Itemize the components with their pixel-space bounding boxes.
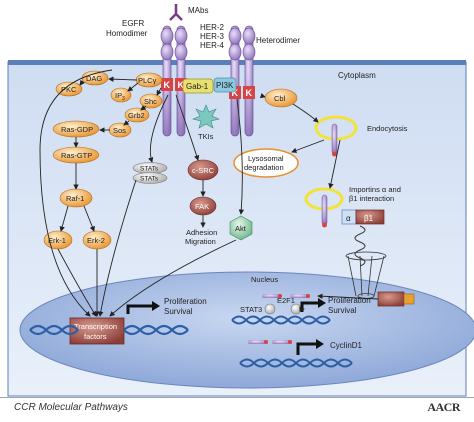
transcription-label-2: factors: [84, 332, 107, 341]
plcg-label: PLCγ: [138, 76, 157, 85]
nuclear-receptor-fragment-icon: [248, 294, 310, 344]
cyclind1-label: CyclinD1: [330, 341, 363, 350]
importins-label-2: β1 interaction: [349, 194, 394, 203]
kinase-k-label: K: [164, 80, 171, 90]
raf1-label: Raf-1: [66, 194, 84, 203]
ras-gtp-label: Ras-GTP: [61, 151, 92, 160]
stat3-node: [264, 303, 276, 315]
grb2-label: Grb2: [128, 111, 145, 120]
receptor-fragment-icon: [321, 194, 328, 228]
gab1-label: Gab-1: [186, 82, 209, 91]
pkc-node: [55, 81, 83, 97]
figure-footer: CCR Molecular Pathways AACR: [0, 397, 474, 422]
stats-label: STATs: [140, 176, 159, 183]
mabs-antibody-icon: [169, 4, 183, 21]
endocytosis-label: Endocytosis: [367, 124, 408, 133]
erk1-label: Erk-1: [48, 236, 66, 245]
nucleus: [19, 271, 474, 389]
migration-label: Migration: [185, 237, 216, 246]
proliferation-label-2: Proliferation: [328, 296, 371, 305]
fak-label: FAK: [195, 202, 209, 211]
e2f1-node: [290, 303, 302, 315]
shc-node: [139, 93, 163, 109]
aacr-logo: AACR: [427, 400, 460, 414]
shc-label: Shc: [144, 97, 157, 106]
dag-label: DAG: [86, 74, 102, 83]
survival-label-1: Survival: [164, 307, 193, 316]
kinase-k-label: K: [246, 88, 253, 98]
her2-label: HER-2: [200, 23, 225, 32]
dna-icon: [231, 315, 331, 325]
her3-label: HER-3: [200, 32, 225, 41]
proliferation-label-1: Proliferation: [164, 297, 207, 306]
e2f1-label: E2F1: [277, 296, 295, 305]
survival-label-2: Survival: [328, 306, 357, 315]
gene-arrow-head: [316, 339, 324, 349]
arrow-icon: [39, 69, 379, 317]
transcription-label-1: Transcription: [74, 322, 117, 331]
kinase-icon: [243, 86, 255, 99]
transcription-factors-box: [69, 317, 125, 345]
ip3-label: IP: [115, 91, 122, 100]
gene-arrow-head: [152, 301, 160, 311]
gene-arrow-head: [318, 298, 326, 308]
gene-arrow-icon: [296, 342, 316, 355]
alpha-label: α: [346, 214, 351, 223]
footer-caption: CCR Molecular Pathways: [14, 402, 128, 413]
gab1-box: [182, 78, 214, 94]
akt-label: Akt: [235, 224, 247, 233]
kinase-k-label: K: [178, 80, 185, 90]
receptor-fragment-icon: [331, 123, 338, 157]
cytoplasm-label: Cytoplasm: [338, 71, 376, 80]
lysosomal-label-2: degradation: [244, 163, 284, 172]
erk2-label: Erk-2: [87, 236, 105, 245]
ip3-node: [110, 87, 132, 103]
ip3-subscript: 3: [122, 96, 125, 102]
imported-complex-box: [377, 291, 405, 307]
imported-complex-tag: [403, 293, 415, 305]
egfr-label: EGFR: [122, 19, 144, 28]
kinase-k-label: K: [232, 88, 239, 98]
homodimer-label: Homodimer: [106, 29, 148, 38]
stat3-label: STAT3: [240, 305, 262, 314]
pathway-diagram: Cytoplasm Nucleus MAbs EGFR Homodimer HE…: [7, 4, 474, 397]
adhesion-label: Adhesion: [186, 228, 217, 237]
importins-label-1: Importins α and: [349, 185, 401, 194]
dna-icon: [239, 358, 353, 368]
kinase-icon: [161, 78, 173, 91]
her4-label: HER-4: [200, 41, 225, 50]
lysosomal-label-1: Lysosomal: [248, 154, 284, 163]
tkis-star-icon: [192, 104, 220, 129]
stats-node: [132, 172, 168, 184]
receptor-icon: [160, 25, 174, 137]
beta-label: β1: [364, 214, 374, 223]
nucleus-label: Nucleus: [251, 275, 278, 284]
pi3k-label: PI3K: [216, 81, 234, 90]
importin-beta-box: [355, 209, 385, 225]
cbl-label: Cbl: [274, 94, 286, 103]
gene-arrow-icon: [126, 304, 152, 314]
csrc-label: c-SRC: [192, 166, 215, 175]
grb2-node: [124, 107, 150, 123]
stats-label: STATs: [140, 166, 159, 173]
pi3k-box: [213, 77, 237, 93]
ras-gdp-label: Ras-GDP: [61, 125, 93, 134]
lysosome-node: [233, 148, 299, 178]
nuclear-pore-icon: [345, 251, 387, 299]
pkc-label: PKC: [61, 85, 77, 94]
dna-icon: [29, 324, 189, 336]
sos-label: Sos: [113, 126, 126, 135]
akt-hexagon: [229, 215, 253, 241]
receptor-icon: [242, 25, 256, 137]
mabs-label: MAbs: [188, 6, 208, 15]
tkis-label: TKIs: [198, 132, 214, 141]
coil-icon: [354, 225, 366, 267]
heterodimer-label: Heterodimer: [256, 36, 300, 45]
